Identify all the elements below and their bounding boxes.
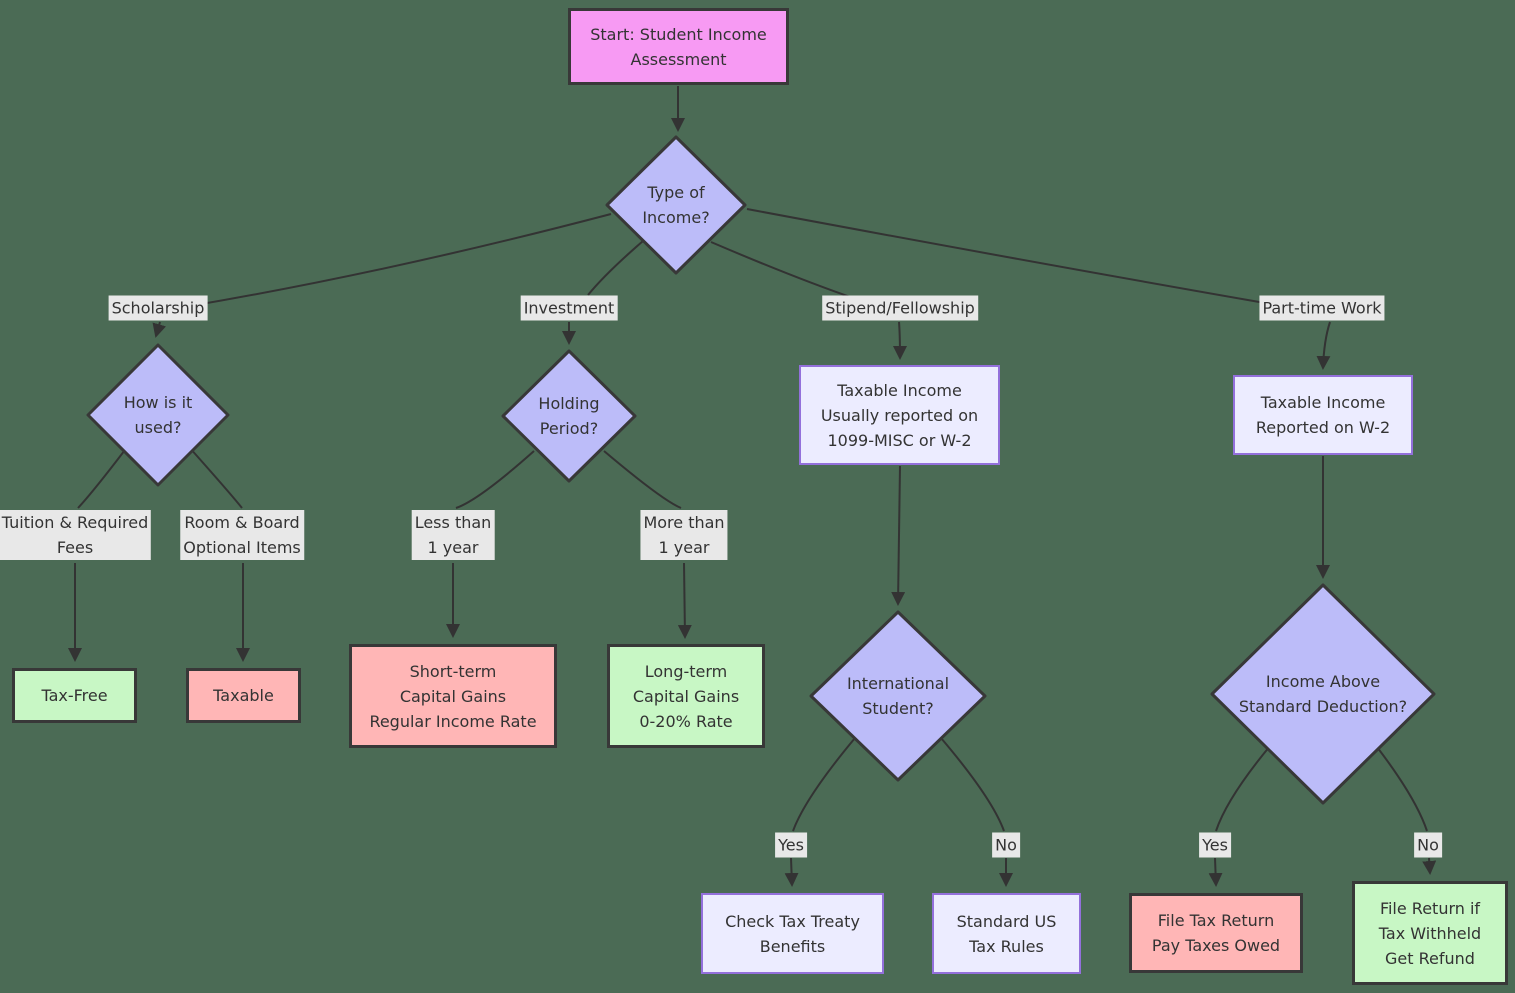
node-stipend-taxable-label: Taxable Income Usually reported on 1099-… bbox=[820, 380, 979, 450]
node-tax-free-label: Tax-Free bbox=[41, 686, 108, 705]
edge-above-deduction-to-yes-label bbox=[1215, 745, 1271, 832]
edge-holding-period-to-less-year-label bbox=[455, 450, 535, 509]
node-ptw-taxable-label: Taxable Income Reported on W-2 bbox=[1255, 393, 1391, 437]
decision-shape-intl-student bbox=[809, 610, 987, 782]
edge-above-deduction-to-no-label bbox=[1376, 746, 1428, 832]
node-long-term-label: Long-term Capital Gains 0-20% Rate bbox=[632, 661, 740, 731]
edge-type-of-income-to-part-time-label bbox=[746, 208, 1266, 304]
node-stipend-taxable: Taxable Income Usually reported on 1099-… bbox=[799, 365, 1000, 465]
edge-stipend-label-to-stipend-taxable bbox=[892, 321, 907, 360]
edge-yes-label-to-file-owed bbox=[1208, 857, 1223, 887]
node-short-term: Short-term Capital Gains Regular Income … bbox=[349, 644, 557, 748]
edge-label-investment: Investment bbox=[520, 295, 618, 321]
decision-shape-above-deduction bbox=[1210, 583, 1436, 805]
decision-shape-how-used bbox=[86, 343, 230, 487]
edge-label-less-than-1-year: Less than 1 year bbox=[411, 510, 495, 560]
edge-label-room-board-optional: Room & Board Optional Items bbox=[180, 510, 304, 560]
node-tax-treaty-label: Check Tax Treaty Benefits bbox=[725, 911, 860, 956]
edge-label-intl-yes: Yes bbox=[775, 832, 807, 858]
node-start-label: Start: Student Income Assessment bbox=[590, 24, 767, 69]
edge-label-tuition-required-fees: Tuition & Required Fees bbox=[0, 510, 152, 560]
node-ptw-taxable: Taxable Income Reported on W-2 bbox=[1233, 375, 1413, 455]
edge-label-part-time-work: Part-time Work bbox=[1259, 295, 1385, 321]
edge-no-label-to-file-refund bbox=[1422, 857, 1437, 875]
node-file-refund-label: File Return if Tax Withheld Get Refund bbox=[1378, 898, 1482, 968]
edge-more-year-label-to-long-term bbox=[677, 562, 692, 639]
edge-label-deduction-yes: Yes bbox=[1199, 832, 1231, 858]
edge-intl-student-to-yes-label bbox=[792, 737, 856, 832]
edge-label-more-than-1-year: More than 1 year bbox=[640, 510, 728, 560]
edge-scholarship-label-to-how-used bbox=[152, 321, 167, 338]
edge-how-used-to-tuition-label bbox=[77, 445, 129, 509]
decision-shape-holding-period bbox=[501, 349, 637, 483]
edge-label-stipend-fellowship: Stipend/Fellowship bbox=[822, 295, 978, 321]
node-tax-treaty: Check Tax Treaty Benefits bbox=[701, 893, 884, 974]
node-file-owed: File Tax Return Pay Taxes Owed bbox=[1129, 893, 1303, 973]
edge-intl-student-to-no-label bbox=[940, 737, 1005, 832]
edge-label-scholarship: Scholarship bbox=[108, 295, 208, 321]
node-file-refund: File Return if Tax Withheld Get Refund bbox=[1352, 881, 1508, 985]
decision-shape-type-of-income bbox=[605, 135, 747, 275]
edge-type-of-income-to-stipend-label bbox=[710, 241, 857, 300]
node-long-term: Long-term Capital Gains 0-20% Rate bbox=[607, 644, 765, 748]
node-taxable: Taxable bbox=[186, 668, 301, 723]
node-standard-rules-label: Standard US Tax Rules bbox=[956, 911, 1057, 956]
edge-stipend-taxable-to-intl-student bbox=[891, 465, 906, 606]
edge-part-time-label-to-ptw-taxable bbox=[1316, 321, 1331, 370]
node-start: Start: Student Income Assessment bbox=[568, 8, 789, 85]
edge-yes-label-to-tax-treaty bbox=[784, 857, 799, 887]
node-tax-free: Tax-Free bbox=[12, 668, 137, 723]
edge-holding-period-to-more-year-label bbox=[603, 450, 682, 509]
node-file-owed-label: File Tax Return Pay Taxes Owed bbox=[1151, 911, 1281, 955]
edge-how-used-to-room-board-label bbox=[188, 446, 243, 509]
edge-label-deduction-no: No bbox=[1414, 832, 1442, 858]
node-taxable-label: Taxable bbox=[213, 686, 274, 705]
edge-type-of-income-to-scholarship-label bbox=[189, 213, 612, 307]
node-standard-rules: Standard US Tax Rules bbox=[932, 893, 1081, 974]
node-short-term-label: Short-term Capital Gains Regular Income … bbox=[369, 661, 537, 731]
edge-label-intl-no: No bbox=[992, 832, 1020, 858]
edge-type-of-income-to-investment-label bbox=[587, 240, 644, 296]
